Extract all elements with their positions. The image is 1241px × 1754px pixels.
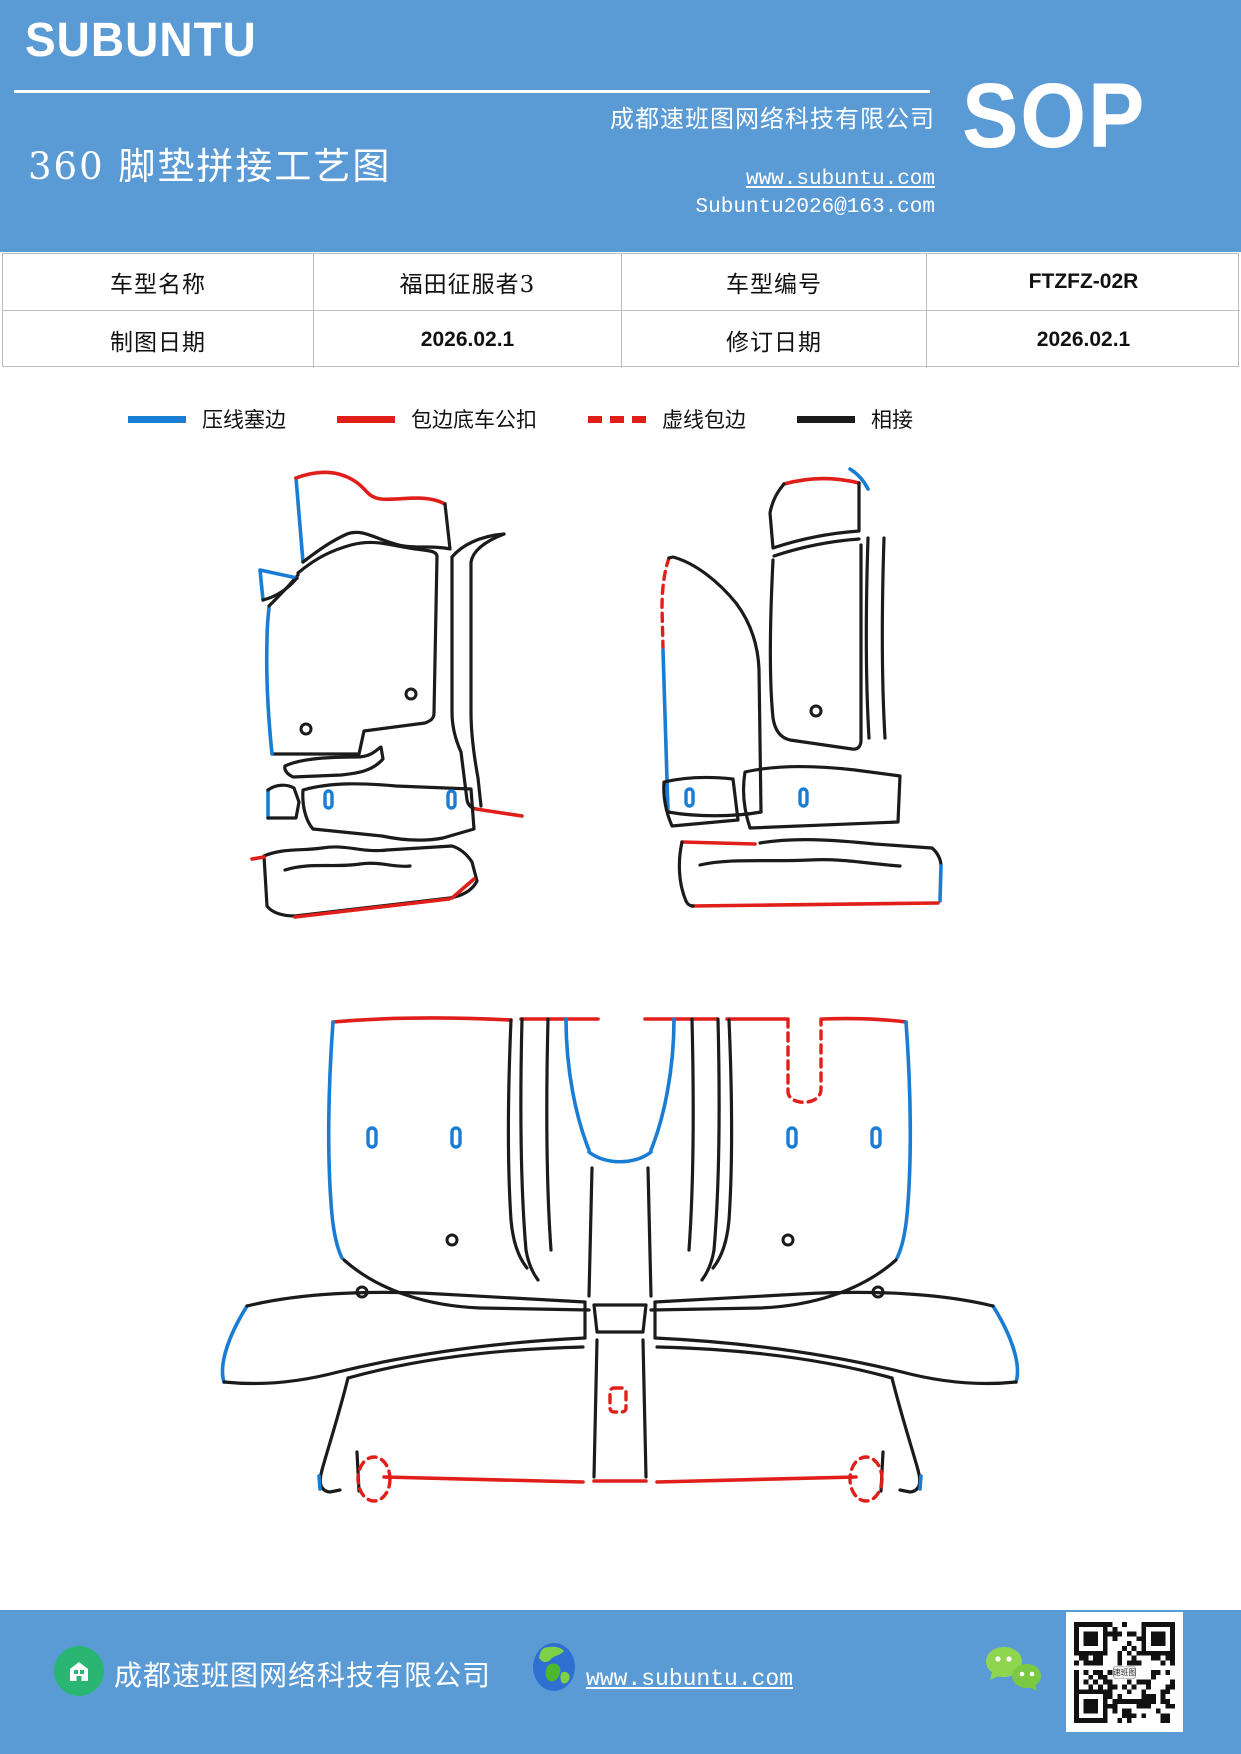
table-value-revise-date: 2026.02.1 — [1036, 327, 1131, 351]
footer-company-name: 成都速班图网络科技有限公司 — [114, 1659, 492, 1692]
legend-swatch-red-line — [337, 415, 395, 423]
page-title: 360 脚垫拼接工艺图 — [28, 145, 392, 188]
table-label-model-name: 车型名称 — [3, 254, 314, 311]
legend-swatch-red-dashed-line — [588, 415, 646, 423]
table-value-draw-date: 2026.02.1 — [314, 311, 622, 368]
globe-icon — [530, 1642, 578, 1698]
legend-swatch-blue-line — [128, 415, 186, 423]
legend-item-dashed-wrap: 虚线包边 — [588, 404, 746, 434]
legend-item-edge-wrap: 包边底车公扣 — [337, 404, 537, 434]
header-website-link[interactable]: www.subuntu.com — [745, 168, 935, 191]
table-label-revise-date: 修订日期 — [622, 311, 927, 368]
front-left-mat-set — [250, 470, 524, 919]
legend-label: 相接 — [871, 408, 913, 432]
sop-badge: SOP — [962, 65, 1147, 167]
table-label-draw-date: 制图日期 — [3, 311, 314, 368]
legend-label: 虚线包边 — [662, 408, 746, 432]
legend-item-join: 相接 — [797, 404, 913, 434]
header: SUBUNTU 360 脚垫拼接工艺图 成都速班图网络科技有限公司 www.su… — [0, 0, 1241, 252]
legend-label: 包边底车公扣 — [411, 408, 537, 432]
legend-swatch-black-line — [797, 415, 855, 423]
front-right-mat-set — [660, 467, 943, 908]
brand-logo: SUBUNTU — [25, 11, 257, 67]
legend-item-press-line: 压线塞边 — [128, 404, 286, 434]
qr-code: 速班图 — [1066, 1612, 1183, 1732]
wechat-icon — [982, 1642, 1044, 1706]
vehicle-info-table: 车型名称 福田征服者3 车型编号 FTZFZ-02R 制图日期 2026.02.… — [2, 253, 1240, 368]
table-value-model-name: 福田征服者3 — [314, 254, 622, 311]
header-email: Subuntu2026@163.com — [695, 196, 935, 219]
header-divider — [14, 90, 930, 93]
home-icon — [54, 1646, 104, 1696]
footer-website-link[interactable]: www.subuntu.com — [586, 1666, 794, 1692]
header-company-name: 成都速班图网络科技有限公司 — [610, 105, 935, 133]
rear-trunk-mat-set — [220, 1016, 1020, 1503]
svg-text:速班图: 速班图 — [1113, 1666, 1136, 1676]
mat-pattern-diagram — [220, 467, 1020, 1503]
table-value-model-code: FTZFZ-02R — [927, 254, 1240, 311]
legend-label: 压线塞边 — [202, 408, 286, 432]
table-label-model-code: 车型编号 — [622, 254, 927, 311]
footer: 成都速班图网络科技有限公司 www.subuntu.com 速班图 — [0, 1610, 1241, 1754]
